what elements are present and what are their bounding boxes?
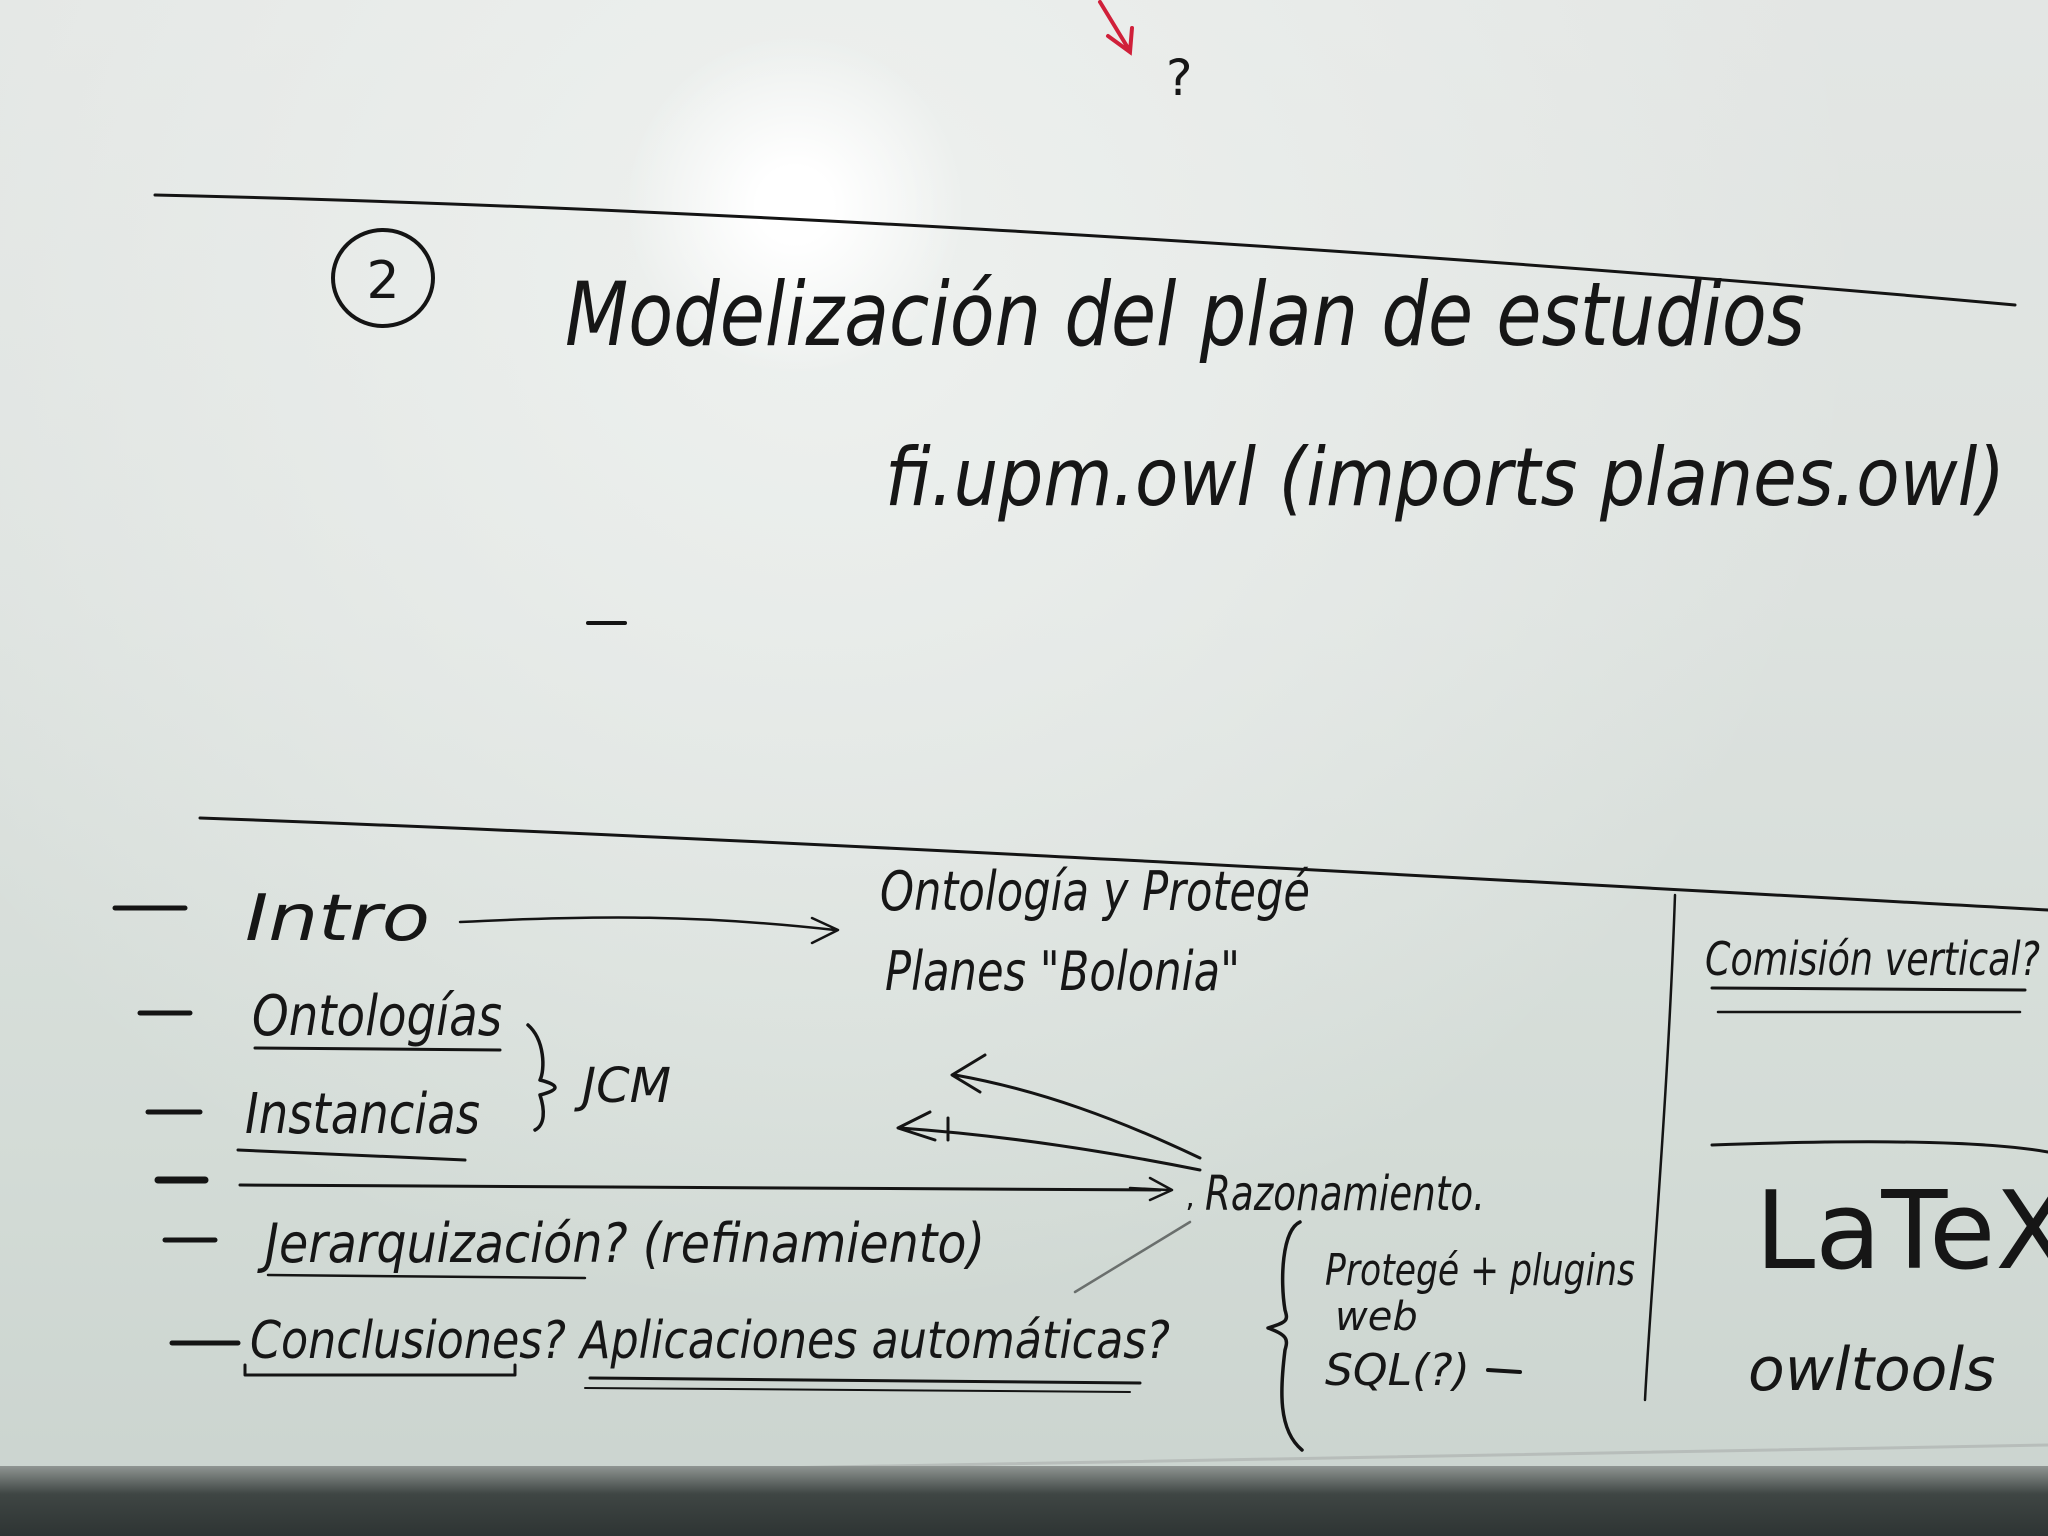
- blank-item-line: [238, 1183, 1162, 1192]
- arrow-intro-to-ontology: [458, 916, 840, 945]
- middle-divider-line: [198, 816, 2048, 912]
- section-number: 2: [366, 251, 399, 311]
- arrow-razonamiento-to-planes: [950, 1053, 1202, 1160]
- list-item-intro: Intro: [245, 882, 430, 956]
- underline-jerarquizacion: [266, 1273, 587, 1280]
- title-line-1: Modelización del plan de estudios: [565, 263, 1805, 366]
- underline-ontologias: [253, 1046, 502, 1052]
- owltools-label: owltools: [1748, 1335, 1995, 1405]
- arrow-razonamiento-to-instancias: [896, 1110, 1202, 1172]
- arrow-blank-to-razonamiento: [1128, 1176, 1174, 1202]
- note-planes-bolonia: Planes "Bolonia": [885, 940, 1240, 1003]
- brace-ontologias-instancias: [526, 1023, 557, 1132]
- red-question-mark: ?: [1166, 49, 1193, 107]
- right-column-header: Comisión vertical?: [1705, 932, 2040, 986]
- section-number-circle: [331, 228, 435, 328]
- latex-label: LaTeX: [1755, 1169, 2048, 1294]
- list-item-ontologias: Ontologías: [252, 984, 502, 1049]
- underline-instancias: [236, 1148, 467, 1162]
- arrow-conclusiones-to-razonamiento: [1073, 1220, 1192, 1294]
- svg-text:ʼ: ʼ: [1185, 1198, 1195, 1233]
- right-column-divider: [1710, 1140, 2048, 1154]
- vertical-divider-line: [1643, 893, 1677, 1402]
- sql-arrow-mark: [1486, 1368, 1522, 1374]
- list-bullets: [112, 905, 241, 1346]
- list-item-instancias: Instancias: [245, 1082, 480, 1147]
- tool-web: web: [1335, 1294, 1418, 1340]
- note-ontology-protege: Ontología y Protegé: [880, 860, 1310, 923]
- bracket-conclusiones: [243, 1363, 517, 1377]
- title-line-2: fi.upm.owl (imports planes.owl): [885, 431, 2005, 524]
- tool-sql: SQL(?): [1325, 1345, 1470, 1396]
- tools-brace: [1266, 1220, 1304, 1452]
- reasoning-label: Razonamiento.: [1205, 1166, 1485, 1222]
- right-header-underline: [1710, 986, 2027, 992]
- marker-tray: [0, 1466, 2048, 1536]
- whiteboard: ? 2 Modelización del plan de estudios fi…: [0, 0, 2048, 1500]
- list-item-jerarquizacion: Jerarquización? (refinamiento): [257, 1212, 985, 1275]
- red-arrow-mark: [1098, 0, 1134, 56]
- whiteboard-drawing: ? 2 Modelización del plan de estudios fi…: [0, 0, 2048, 1484]
- tool-protege-plugins: Protegé + plugins: [1325, 1245, 1635, 1296]
- top-divider-line: [153, 193, 2017, 307]
- underline-aplicaciones: [588, 1376, 1142, 1385]
- brace-label: JCM: [574, 1058, 671, 1114]
- list-item-conclusiones: Conclusiones? Aplicaciones automáticas?: [250, 1311, 1170, 1371]
